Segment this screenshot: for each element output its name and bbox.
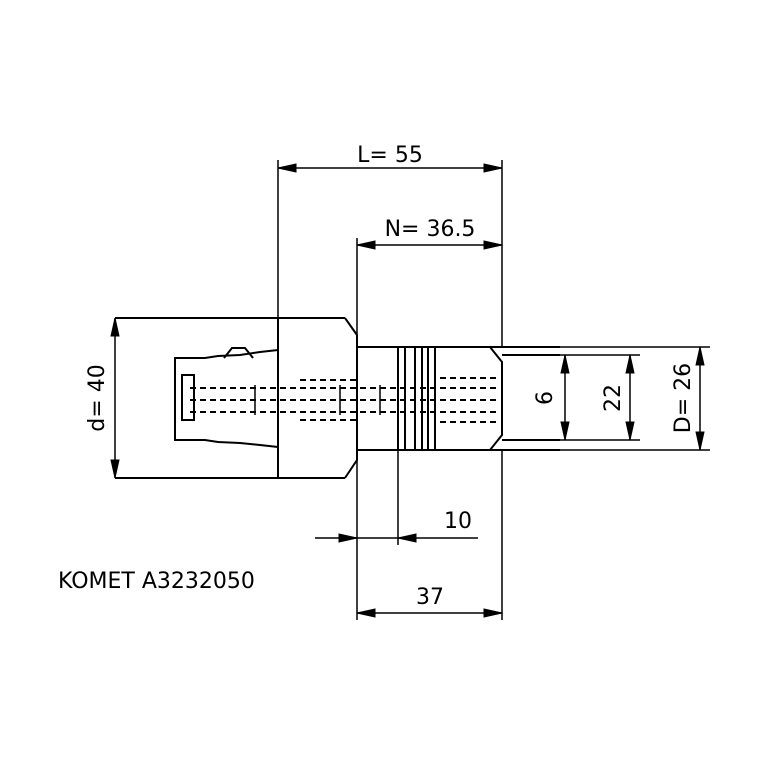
dim-6-label: 6 <box>533 391 558 405</box>
dim-22-label: 22 <box>601 384 626 412</box>
dim-L-label: L= 55 <box>357 143 423 168</box>
dim-10-label: 10 <box>444 509 472 534</box>
dim-D-label: D= 26 <box>671 363 696 433</box>
dimension-d: d= 40 <box>85 317 120 479</box>
tool-body <box>115 317 560 479</box>
dimension-D: D= 26 <box>560 346 710 451</box>
dimension-37: 37 <box>356 450 503 620</box>
internal-bore <box>190 377 500 423</box>
dimension-10: 10 <box>315 450 478 545</box>
dim-37-label: 37 <box>416 585 444 610</box>
dimension-L: L= 55 <box>277 143 503 347</box>
dimension-6: 6 <box>533 354 570 441</box>
part-label: KOMET A3232050 <box>58 569 255 594</box>
dimension-22: 22 <box>560 354 640 441</box>
dim-d-label: d= 40 <box>85 364 110 431</box>
dim-N-label: N= 36.5 <box>385 217 476 242</box>
dimension-N: N= 36.5 <box>356 217 503 335</box>
